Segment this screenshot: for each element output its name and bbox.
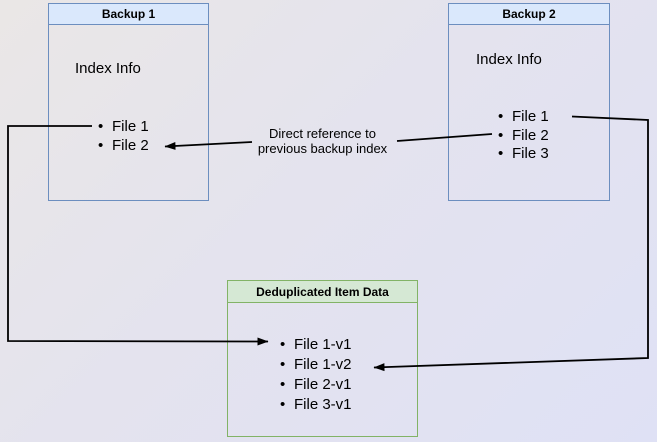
dedup-file-list: File 1-v1 File 1-v2 File 2-v1 File 3-v1 [280, 335, 352, 415]
backup1-title: Backup 1 [101, 7, 156, 21]
backup2-header: Backup 2 [449, 4, 609, 25]
dedup-title: Deduplicated Item Data [256, 284, 389, 299]
list-item: File 3 [498, 145, 549, 164]
backup2-subtitle: Index Info [476, 51, 542, 68]
backup1-subtitle: Index Info [75, 60, 141, 77]
backup1-header: Backup 1 [49, 4, 208, 25]
list-item: File 1-v2 [280, 355, 352, 375]
list-item: File 2 [98, 137, 149, 156]
list-item: File 3-v1 [280, 395, 352, 415]
list-item: File 2 [498, 127, 549, 146]
dedup-box: Deduplicated Item Data File 1-v1 File 1-… [227, 280, 418, 437]
list-item: File 1 [98, 118, 149, 137]
list-item: File 1 [498, 108, 549, 127]
list-item: File 1-v1 [280, 335, 352, 355]
edge-label-line2: previous backup index [257, 141, 388, 156]
backup2-title: Backup 2 [502, 7, 556, 21]
backup2-file-list: File 1 File 2 File 3 [498, 108, 549, 164]
backup2-box: Backup 2 Index Info File 1 File 2 File 3 [448, 3, 610, 201]
backup1-box: Backup 1 Index Info File 1 File 2 [48, 3, 209, 201]
edge-label: Direct reference to previous backup inde… [235, 126, 410, 156]
backup1-file-list: File 1 File 2 [98, 118, 149, 155]
list-item: File 2-v1 [280, 375, 352, 395]
dedup-header: Deduplicated Item Data [228, 281, 417, 303]
edge-label-line1: Direct reference to [269, 126, 376, 141]
